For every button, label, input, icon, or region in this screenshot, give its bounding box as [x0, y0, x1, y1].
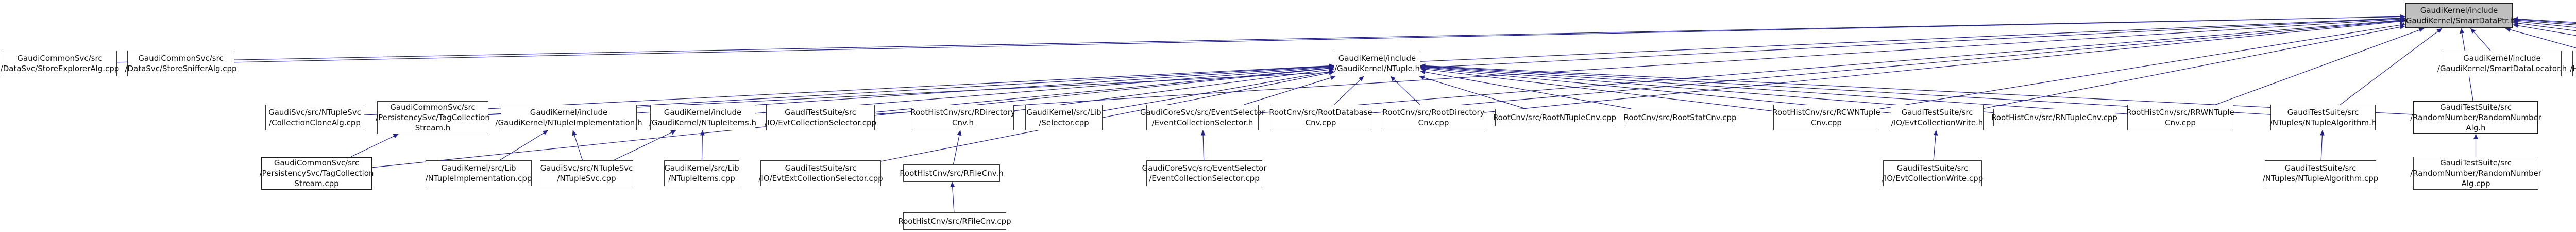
graph-node-b7[interactable]: GaudiKernel/src/Lib /Selector.cpp [1025, 105, 1103, 130]
graph-node-label: GaudiTestSuite/src /IO/EvtCollectionSele… [764, 108, 877, 127]
graph-node-label: GaudiTestSuite/src /RandomNumber/RandomN… [2410, 103, 2541, 132]
graph-node-b12[interactable]: RootCnv/src/RootStatCnv.cpp [1623, 109, 1737, 126]
graph-node-label: RootCnv/src/RootDatabase Cnv.cpp [1269, 108, 1372, 127]
graph-node-label: GaudiTestSuite/src /IO/EvtCollectionWrit… [1891, 108, 1984, 127]
graph-node-c8[interactable]: GaudiTestSuite/src /IO/EvtCollectionWrit… [1882, 160, 1984, 186]
graph-node-root[interactable]: GaudiKernel/include /GaudiKernel/SmartDa… [2403, 3, 2515, 28]
graph-node-b1[interactable]: GaudiSvc/src/NTupleSvc /CollectionCloneA… [265, 105, 364, 130]
graph-node-label: GaudiKernel/include /GaudiKernel/SmartDa… [2403, 6, 2515, 25]
graph-node-a1[interactable]: GaudiCommonSvc/src /DataSvc/StoreExplore… [1, 51, 119, 76]
graph-node-label: GaudiCommonSvc/src /DataSvc/StoreExplore… [0, 54, 120, 73]
graph-node-label: RootCnv/src/RootDirectory Cnv.cpp [1382, 108, 1485, 127]
graph-node-b5[interactable]: GaudiTestSuite/src /IO/EvtCollectionSele… [765, 105, 876, 130]
graph-node-label: GaudiTestSuite/src /RandomNumber/RandomN… [2410, 158, 2541, 188]
graph-node-b11[interactable]: RootCnv/src/RootNTupleCnv.cpp [1493, 109, 1616, 126]
graph-node-c9[interactable]: GaudiTestSuite/src /NTuples/NTupleAlgori… [2263, 160, 2378, 186]
graph-node-label: RootHistCnv/src/RDirectory Cnv.h [910, 108, 1015, 127]
graph-node-label: RootCnv/src/RootStatCnv.cpp [1623, 113, 1737, 122]
graph-node-sdl[interactable]: GaudiKernel/include /GaudiKernel/SmartDa… [2437, 51, 2567, 76]
graph-node-label: GaudiKernel/src/Lib /NTupleImplementatio… [425, 163, 532, 183]
graph-node-b2[interactable]: GaudiCommonSvc/src /PersistencySvc/TagCo… [376, 101, 490, 134]
graph-node-b17[interactable]: GaudiTestSuite/src /NTuples/NTupleAlgori… [2270, 105, 2376, 130]
graph-node-b10[interactable]: RootCnv/src/RootDirectory Cnv.cpp [1383, 105, 1484, 130]
graph-node-b13[interactable]: RootHistCnv/src/RCWNTuple Cnv.cpp [1772, 105, 1880, 130]
graph-node-b4[interactable]: GaudiKernel/include /GaudiKernel/NTupleI… [649, 105, 757, 130]
graph-node-b16[interactable]: RootHistCnv/src/RRWNTuple Cnv.cpp [2126, 105, 2234, 130]
graph-node-label: GaudiCommonSvc/src /DataSvc/StoreSniffer… [125, 54, 237, 73]
graph-node-c10[interactable]: GaudiTestSuite/src /RandomNumber/RandomN… [2410, 157, 2541, 190]
graph-node-label: RootHistCnv/src/RCWNTuple Cnv.cpp [1772, 108, 1880, 127]
graph-node-label: GaudiTestSuite/src /NTuples/NTupleAlgori… [2262, 163, 2379, 183]
graph-node-c4[interactable]: GaudiKernel/src/Lib /NTupleItems.cpp [664, 160, 739, 186]
graph-node-b15[interactable]: RootHistCnv/src/RNTupleCnv.cpp [1991, 109, 2117, 126]
graph-node-label: GaudiKernel/include /GaudiKernel/NTuple.… [1334, 54, 1420, 73]
graph-node-label: GaudiKernel/include /GaudiKernel/NTupleI… [649, 108, 757, 127]
graph-node-b3[interactable]: GaudiKernel/include /GaudiKernel/NTupleI… [495, 105, 642, 130]
graph-node-b14[interactable]: GaudiTestSuite/src /IO/EvtCollectionWrit… [1891, 105, 1984, 130]
graph-node-c7[interactable]: GaudiCoreSvc/src/EventSelector /EventCol… [1142, 160, 1267, 186]
graph-node-label: GaudiTestSuite/src /IO/EvtExtCollectionS… [758, 163, 883, 183]
graph-node-c5[interactable]: GaudiTestSuite/src /IO/EvtExtCollectionS… [758, 160, 883, 186]
graph-node-b18[interactable]: GaudiTestSuite/src /RandomNumber/RandomN… [2410, 101, 2541, 134]
graph-node-ntuple[interactable]: GaudiKernel/include /GaudiKernel/NTuple.… [1334, 51, 1420, 76]
graph-node-label: RootCnv/src/RootNTupleCnv.cpp [1493, 113, 1617, 122]
graph-node-b6[interactable]: RootHistCnv/src/RDirectory Cnv.h [910, 105, 1015, 130]
graph-node-label: GaudiKernel/src/Lib /Selector.cpp [1026, 108, 1101, 127]
graph-node-label: GaudiTestSuite/src /IO/EvtCollectionWrit… [1882, 163, 1984, 183]
graph-node-c1[interactable]: GaudiCommonSvc/src /PersistencySvc/TagCo… [260, 157, 374, 190]
graph-node-label: GaudiSvc/src/NTupleSvc /NTupleSvc.cpp [540, 163, 633, 183]
graph-node-label: RootHistCnv/src/RFileCnv.h [900, 169, 1004, 178]
graph-node-label: GaudiTestSuite/src /NTuples/NTupleAlgori… [2269, 108, 2377, 127]
graph-node-label: GaudiCommonSvc/src /PersistencySvc/TagCo… [376, 103, 490, 132]
graph-node-label: GaudiCoreSvc/src/EventSelector /EventCol… [1142, 163, 1267, 183]
graph-node-label: RootHistCnv/src/RRWNTuple Cnv.cpp [2126, 108, 2234, 127]
graph-node-label: GaudiCommonSvc/src /PersistencySvc/TagCo… [259, 158, 374, 188]
graph-node-label: RootHistCnv/src/RFileCnv.cpp [898, 217, 1011, 226]
graph-node-label: GaudiSvc/src/NTupleSvc /CollectionCloneA… [268, 108, 361, 127]
graph-node-label: RootHistCnv/src/RNTupleCnv.cpp [1991, 113, 2117, 122]
graph-node-a2[interactable]: GaudiCommonSvc/src /DataSvc/StoreSniffer… [125, 51, 237, 76]
graph-node-c3[interactable]: GaudiSvc/src/NTupleSvc /NTupleSvc.cpp [540, 160, 633, 186]
graph-node-c6[interactable]: RootHistCnv/src/RFileCnv.h [900, 164, 1004, 182]
graph-node-b9[interactable]: RootCnv/src/RootDatabase Cnv.cpp [1269, 105, 1372, 130]
graph-node-label: GaudiKernel/include /GaudiKernel/NTupleI… [495, 108, 642, 127]
graph-node-b8[interactable]: GaudiCoreSvc/src/EventSelector /EventCol… [1140, 105, 1265, 130]
graph-node-d1[interactable]: RootHistCnv/src/RFileCnv.cpp [898, 212, 1011, 230]
graph-node-label: GaudiCoreSvc/src/EventSelector /EventCol… [1140, 108, 1265, 127]
graph-node-label: GaudiKernel/src/Lib /NTupleItems.cpp [664, 163, 739, 183]
graph-node-label: GaudiTestSuite/src /Histograms/HistoAlgo… [2570, 64, 2576, 73]
graph-node-label: GaudiKernel/include /GaudiKernel/SmartDa… [2437, 54, 2567, 73]
graph-node-a3[interactable]: GaudiTestSuite/src /Histograms/HistoAlgo… [2570, 51, 2576, 76]
graph-node-c2[interactable]: GaudiKernel/src/Lib /NTupleImplementatio… [426, 160, 532, 186]
